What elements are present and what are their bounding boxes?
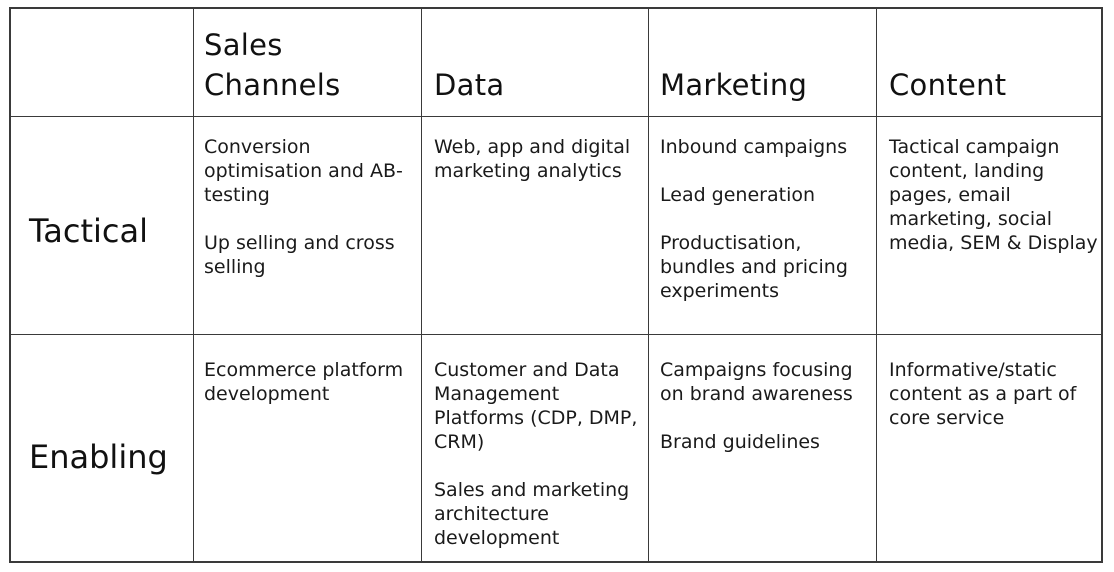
cell-enabling-sales-channels: Ecommerce platform development [204, 358, 416, 406]
column-header-data: Data [434, 68, 505, 102]
column-header-marketing: Marketing [660, 68, 808, 102]
cell-item: Tactical campaign content, landing pages… [889, 136, 1098, 254]
matrix-table: Sales Channels Data Marketing Content Ta… [9, 7, 1103, 563]
cell-item: Ecommerce platform development [204, 359, 404, 405]
cell-item: Web, app and digital marketing analytics [434, 136, 631, 182]
cell-tactical-marketing: Inbound campaigns Lead generation Produc… [660, 135, 872, 303]
cell-tactical-sales-channels: Conversion optimisation and AB-testing U… [204, 135, 416, 279]
cell-enabling-data: Customer and Data Management Platforms (… [434, 358, 644, 550]
row-header-tactical: Tactical [29, 212, 148, 250]
cell-item: Inbound campaigns [660, 136, 848, 158]
column-divider [648, 9, 649, 561]
row-header-enabling: Enabling [29, 438, 168, 476]
row-divider [11, 116, 1101, 117]
cell-tactical-content: Tactical campaign content, landing pages… [889, 135, 1099, 255]
column-divider [421, 9, 422, 561]
cell-item: Up selling and cross selling [204, 232, 395, 278]
cell-item: Informative/static content as a part of … [889, 359, 1077, 429]
column-divider [876, 9, 877, 561]
cell-enabling-content: Informative/static content as a part of … [889, 358, 1099, 430]
cell-item: Conversion optimisation and AB-testing [204, 136, 403, 206]
cell-item: Productisation, bundles and pricing expe… [660, 232, 848, 302]
cell-tactical-data: Web, app and digital marketing analytics [434, 135, 644, 183]
cell-enabling-marketing: Campaigns focusing on brand awareness Br… [660, 358, 872, 454]
column-header-sales-channels: Sales Channels [204, 28, 341, 102]
cell-item: Brand guidelines [660, 431, 820, 453]
column-header-content: Content [889, 68, 1007, 102]
cell-item: Lead generation [660, 184, 816, 206]
row-divider [11, 334, 1101, 335]
cell-item: Campaigns focusing on brand awareness [660, 359, 853, 405]
column-divider [193, 9, 194, 561]
cell-item: Customer and Data Management Platforms (… [434, 359, 638, 453]
cell-item: Sales and marketing architecture develop… [434, 479, 630, 549]
